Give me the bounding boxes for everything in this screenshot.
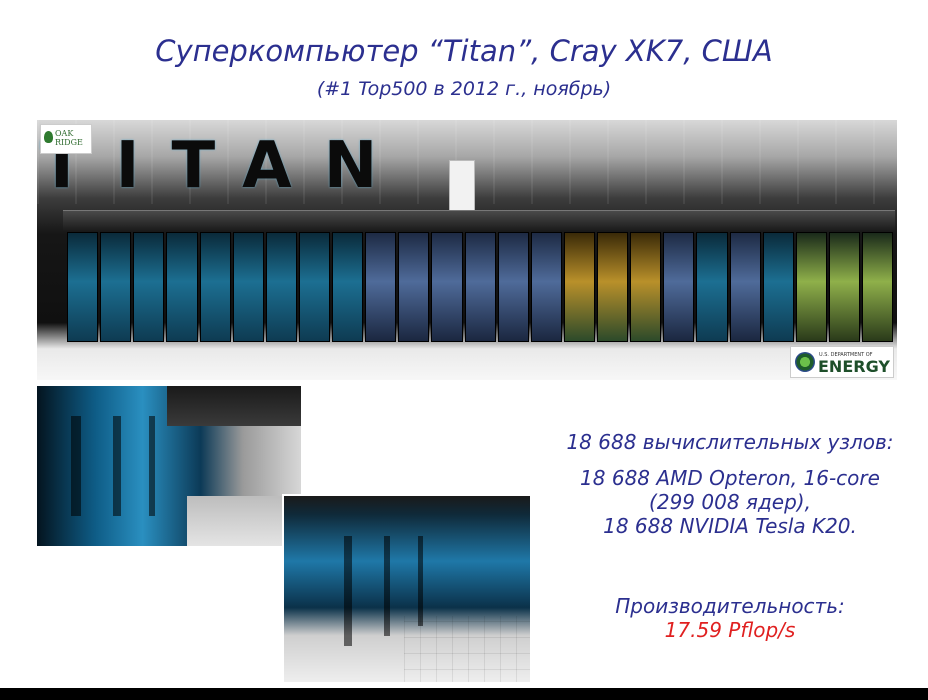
- doe-logo-big-text: ENERGY: [818, 357, 890, 376]
- oak-ridge-logo-line1: OAK: [55, 129, 74, 138]
- doe-logo-small-text: U.S. DEPARTMENT OF: [819, 352, 873, 358]
- cabinet: [464, 232, 496, 342]
- cabinet-seam: [71, 416, 81, 516]
- oak-ridge-logo-line2: RIDGE: [55, 138, 83, 147]
- photo-ceiling: [167, 386, 301, 426]
- cabinet: [696, 232, 728, 342]
- cabinet: [431, 232, 463, 342]
- doe-seal-icon: [795, 352, 815, 372]
- gpu-line: 18 688 NVIDIA Tesla K20.: [603, 514, 857, 538]
- cabinet: [232, 232, 264, 342]
- slide-title: Суперкомпьютер “Titan”, Cray XK7, США: [155, 34, 773, 68]
- cabinet: [398, 232, 430, 342]
- cpu-line: 18 688 AMD Opteron, 16-core: [580, 466, 880, 490]
- titan-cabinet-lettering: TITAN: [40, 129, 410, 203]
- cabinet: [365, 232, 397, 342]
- cabinet: [597, 232, 629, 342]
- titan-side-photo-right: [282, 494, 532, 684]
- cabinet-seam: [418, 536, 423, 626]
- performance-label: Производительность:: [615, 594, 845, 618]
- oak-leaf-icon: [44, 131, 53, 143]
- cabinet: [166, 232, 198, 342]
- performance-value: 17.59 Pflop/s: [664, 618, 796, 642]
- cabinet: [332, 232, 364, 342]
- slide-subtitle: (#1 Top500 в 2012 г., ноябрь): [316, 78, 612, 100]
- cabinet: [563, 232, 595, 342]
- doe-energy-logo: U.S. DEPARTMENT OF ENERGY: [790, 346, 894, 378]
- cabinet-seam: [149, 416, 155, 516]
- cabinet-seam: [113, 416, 121, 516]
- cabinet-top-rail: [63, 210, 895, 231]
- cabinet-seam: [344, 536, 352, 646]
- nodes-count: 18 688 вычислительных узлов:: [566, 430, 894, 454]
- cabinet: [630, 232, 662, 342]
- cabinet: [862, 232, 894, 342]
- cabinet: [265, 232, 297, 342]
- cores-line: (299 008 ядер),: [649, 490, 811, 514]
- cabinet: [530, 232, 562, 342]
- cabinet: [729, 232, 761, 342]
- cabinet: [497, 232, 529, 342]
- titan-side-photo-left: [37, 386, 301, 546]
- oak-ridge-logo: OAK RIDGE: [40, 124, 92, 154]
- cabinet: [133, 232, 165, 342]
- bottom-bar: [0, 688, 928, 700]
- titan-main-photo: [37, 120, 897, 380]
- cabinet: [828, 232, 860, 342]
- cabinet: [762, 232, 794, 342]
- cabinet-seam: [384, 536, 390, 636]
- cabinet: [199, 232, 231, 342]
- floor-tiles: [404, 616, 530, 682]
- cabinet: [663, 232, 695, 342]
- cabinet-row: [67, 232, 894, 342]
- cabinet: [100, 232, 132, 342]
- cabinet: [298, 232, 330, 342]
- hardware-spec: 18 688 AMD Opteron, 16-core (299 008 яде…: [540, 466, 920, 538]
- cabinet: [67, 232, 99, 342]
- cabinet: [795, 232, 827, 342]
